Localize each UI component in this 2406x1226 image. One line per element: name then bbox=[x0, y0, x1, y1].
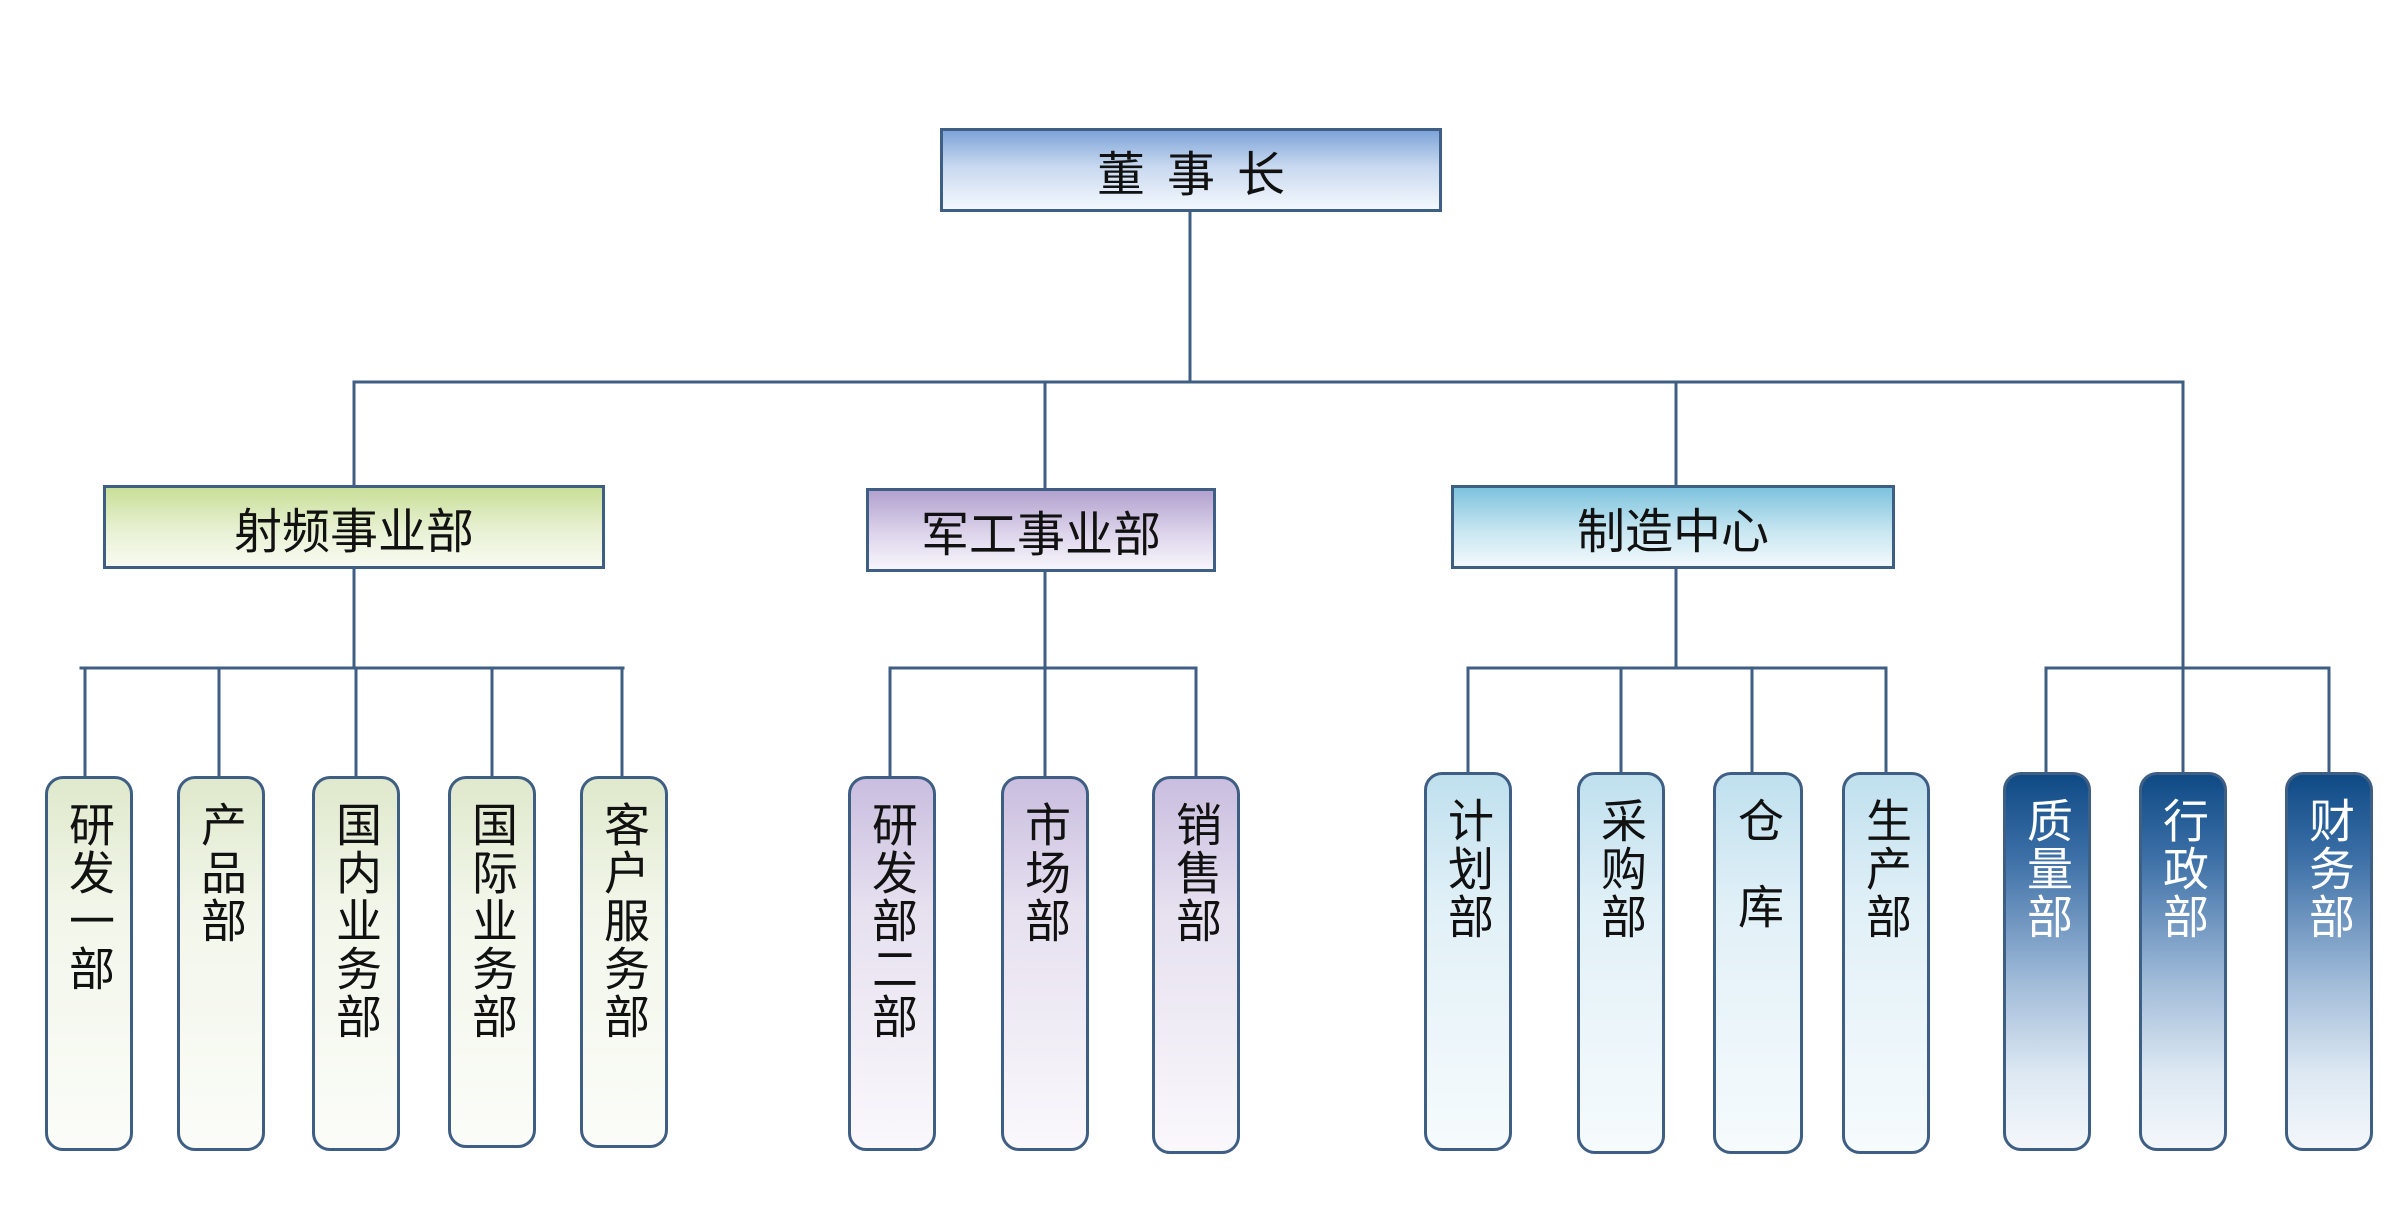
dept-sales-label: 销售部 bbox=[1169, 801, 1223, 945]
dept-international-label: 国际业务部 bbox=[465, 801, 519, 1041]
dept-domestic-box: 国内业务部 bbox=[312, 776, 400, 1151]
division-rf-label: 射频事业部 bbox=[233, 504, 474, 560]
dept-purchasing-label: 采购部 bbox=[1594, 797, 1648, 941]
dept-planning-label: 计划部 bbox=[1441, 797, 1495, 941]
division-military-box: 军工事业部 bbox=[866, 488, 1216, 572]
dept-admin-box: 行政部 bbox=[2139, 772, 2227, 1151]
dept-product-box: 产品部 bbox=[177, 776, 265, 1151]
dept-warehouse-box: 仓库 bbox=[1713, 772, 1803, 1154]
division-manufacturing-box: 制造中心 bbox=[1451, 485, 1895, 569]
dept-sales-box: 销售部 bbox=[1152, 776, 1240, 1154]
division-manufacturing-label: 制造中心 bbox=[1576, 504, 1769, 560]
dept-warehouse-label: 仓库 bbox=[1731, 797, 1785, 969]
dept-rd1-box: 研发一部 bbox=[45, 776, 133, 1151]
chairman-box: 董事长 bbox=[940, 128, 1442, 212]
dept-domestic-label: 国内业务部 bbox=[329, 801, 383, 1041]
dept-rd2-label: 研发部二部 bbox=[865, 801, 919, 1041]
division-military-label: 军工事业部 bbox=[920, 507, 1161, 563]
dept-market-label: 市场部 bbox=[1018, 801, 1072, 945]
dept-finance-box: 财务部 bbox=[2285, 772, 2373, 1151]
dept-quality-box: 质量部 bbox=[2003, 772, 2091, 1151]
dept-production-label: 生产部 bbox=[1859, 797, 1913, 941]
dept-product-label: 产品部 bbox=[194, 801, 248, 945]
dept-finance-label: 财务部 bbox=[2302, 797, 2356, 941]
dept-rd2-box: 研发部二部 bbox=[848, 776, 936, 1151]
dept-admin-label: 行政部 bbox=[2156, 797, 2210, 941]
dept-planning-box: 计划部 bbox=[1424, 772, 1512, 1151]
dept-customer-service-label: 客户服务部 bbox=[597, 801, 651, 1041]
dept-quality-label: 质量部 bbox=[2020, 797, 2074, 941]
dept-rd1-label: 研发一部 bbox=[62, 801, 116, 993]
dept-purchasing-box: 采购部 bbox=[1577, 772, 1665, 1154]
division-rf-box: 射频事业部 bbox=[103, 485, 605, 569]
dept-production-box: 生产部 bbox=[1842, 772, 1930, 1154]
chairman-label: 董事长 bbox=[1096, 147, 1307, 203]
dept-market-box: 市场部 bbox=[1001, 776, 1089, 1151]
dept-customer-service-box: 客户服务部 bbox=[580, 776, 668, 1148]
dept-international-box: 国际业务部 bbox=[448, 776, 536, 1148]
